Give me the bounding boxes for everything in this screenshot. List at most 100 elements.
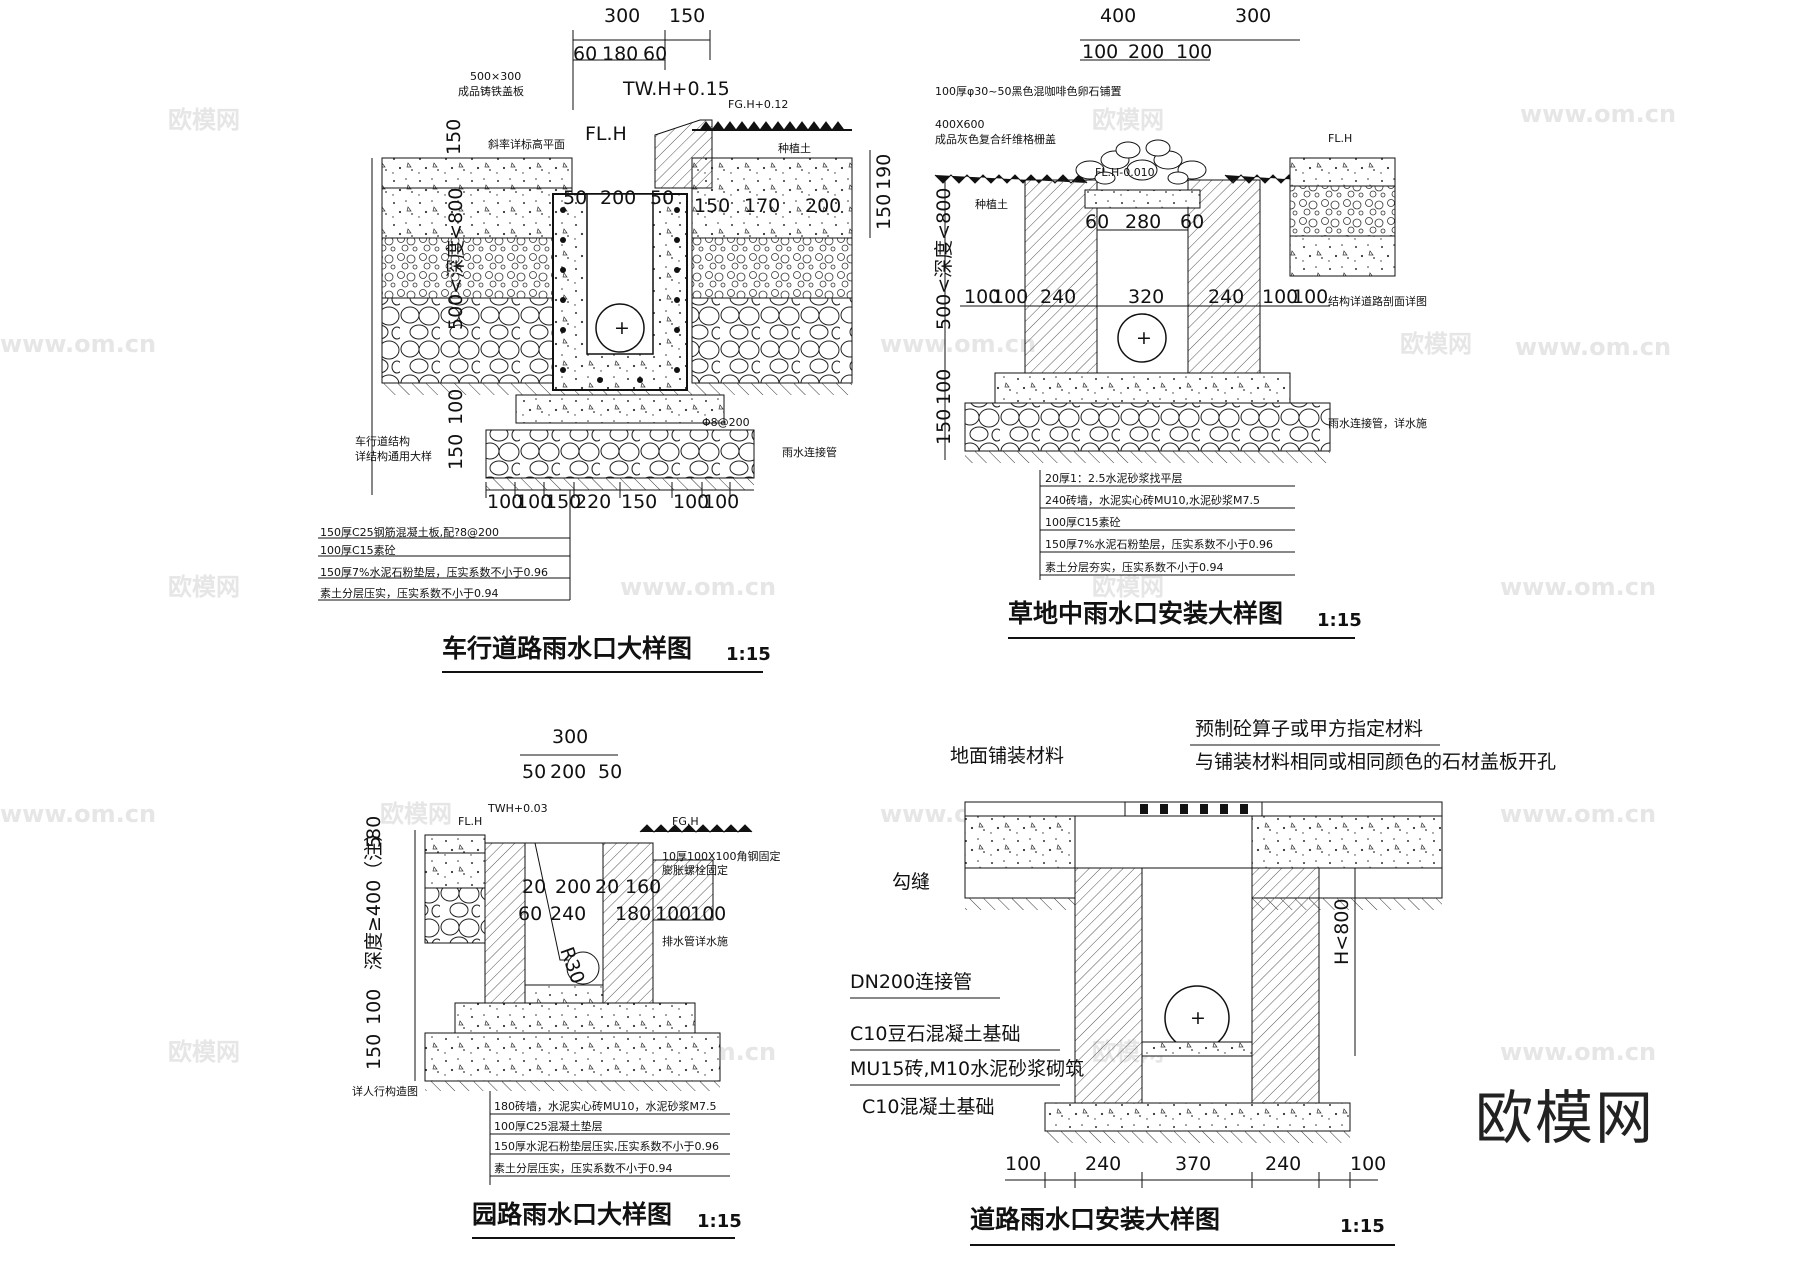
dim-left-1: 500<深度<800 [445, 188, 467, 330]
dim-row1-0: 20 [522, 876, 546, 898]
label-precast2: 与铺装材料相同或相同颜色的石材盖板开孔 [1195, 751, 1556, 773]
title-garden: 园路雨水口大样图 [472, 1200, 672, 1229]
dim-top-1: 150 [669, 5, 705, 27]
dim-bottom-0: 100 [487, 491, 523, 513]
label-flh: FL.H [458, 815, 482, 828]
dim-top-4: 100 [1176, 41, 1212, 63]
dim-row-4: 240 [1208, 286, 1244, 308]
dim-row2-2: 180 [615, 903, 651, 925]
watermark-url-0: www.om.cn [1520, 100, 1676, 128]
dim-row2-4: 100 [690, 903, 726, 925]
watermark-brand-3: 欧模网 [1092, 573, 1164, 601]
watermark-brand-4: 欧模网 [1400, 330, 1472, 358]
dim-right-0: 190 [873, 154, 895, 190]
note-4: 素土分层夯实，压实系数不小于0.94 [1045, 560, 1224, 574]
rebar-dots [560, 207, 680, 383]
label-angle2: 膨胀螺栓固定 [662, 863, 728, 877]
dim-left-1: 100 [933, 369, 955, 405]
dim-row-2: 240 [1040, 286, 1076, 308]
dim-bottom-0: 100 [1005, 1153, 1041, 1175]
note-1: 100厚C15素砼 [320, 544, 396, 557]
watermark-url-3: www.om.cn [1515, 333, 1671, 361]
dim-left-0: 80 [363, 816, 385, 840]
watermark-url-1: www.om.cn [0, 330, 156, 358]
label-struct2: 详结构通用大样 [355, 449, 432, 463]
dim-bottom-1: 240 [1085, 1153, 1121, 1175]
dim-row-3: 320 [1128, 286, 1164, 308]
title-road-install: 道路雨水口安装大样图 [970, 1205, 1220, 1234]
dim-top-1: 50 [522, 761, 546, 783]
label-base1: C10豆石混凝土基础 [850, 1023, 1020, 1045]
svg-text:+: + [1136, 327, 1152, 349]
dim-bottom-6: 100 [703, 491, 739, 513]
dim-row1-1: 200 [555, 876, 591, 898]
dim-left-2: 深度≥400（注） [363, 823, 385, 970]
dim-left-3: 100 [445, 389, 467, 425]
dim-row2-0: 60 [518, 903, 542, 925]
dim-left-1: 5 [363, 836, 385, 848]
label-rebar: Φ8@200 [702, 416, 750, 429]
watermark-url-10: www.om.cn [1500, 1038, 1656, 1066]
scale-road-install: 1:15 [1340, 1216, 1385, 1237]
dim-mid-2: 60 [1180, 211, 1204, 233]
label-flh2: FL.H-0.010 [1095, 166, 1155, 179]
label-precast1: 预制砼算子或甲方指定材料 [1195, 718, 1423, 740]
dim-row1-3: 160 [625, 876, 661, 898]
note-3: 150厚7%水泥石粉垫层，压实系数不小于0.96 [1045, 537, 1273, 551]
dim-mid-0: 60 [1085, 211, 1109, 233]
label-soil: 种植土 [778, 141, 811, 155]
note-3: 素土分层压实，压实系数不小于0.94 [494, 1161, 673, 1175]
label-pipe: DN200连接管 [850, 971, 972, 993]
label-flh: FL.H [1328, 132, 1352, 145]
dim-row-5: 100 [1262, 286, 1298, 308]
label-angle1: 10厚100X100角钢固定 [662, 849, 781, 863]
note-1: 100厚C25混凝土垫层 [494, 1119, 603, 1133]
inner-dim-5: 200 [805, 195, 841, 217]
note-2: 100厚C15素砼 [1045, 516, 1121, 529]
watermark-url-8: www.om.cn [1500, 800, 1656, 828]
drawing-road-install: + 地面铺装材料 预制砼算子或甲方指定材料 与铺装材料相同或相同颜色的石材盖板开… [850, 718, 1556, 1246]
note-2: 150厚7%水泥石粉垫层，压实系数不小于0.96 [320, 565, 548, 579]
note-1: 240砖墙，水泥实心砖MU10,水泥砂浆M7.5 [1045, 493, 1260, 507]
watermark-url-2: www.om.cn [880, 330, 1036, 358]
label-ped: 详人行构造图 [352, 1084, 418, 1098]
note-0: 20厚1：2.5水泥砂浆找平层 [1045, 471, 1183, 485]
title-lawn: 草地中雨水口安装大样图 [1008, 599, 1283, 628]
dim-bottom-5: 100 [673, 491, 709, 513]
label-gravel: 100厚φ30~50黑色混咖啡色卵石铺置 [935, 84, 1121, 98]
dim-right-1: 150 [873, 194, 895, 230]
label-struct: 结构详道路剖面详图 [1328, 294, 1427, 308]
dim-top-3: 180 [602, 43, 638, 65]
label-flh: FL.H [585, 123, 627, 145]
dim-left-4: 150 [363, 1034, 385, 1070]
dim-top-3: 50 [598, 761, 622, 783]
label-twh: TW.H+0.15 [622, 78, 730, 100]
dim-top-1: 300 [1235, 5, 1271, 27]
dim-row1-2: 20 [595, 876, 619, 898]
dim-left-2: 150 [445, 434, 467, 470]
scale-lawn: 1:15 [1317, 610, 1362, 631]
label-joint: 勾缝 [892, 871, 930, 893]
dim-left-0: 150 [443, 119, 465, 155]
dim-bottom-4: 150 [621, 491, 657, 513]
notes-lawn: 20厚1：2.5水泥砂浆找平层 240砖墙，水泥实心砖MU10,水泥砂浆M7.5 1… [1039, 470, 1295, 580]
watermark-layer: 欧模网欧模网欧模网欧模网欧模网欧模网欧模网欧模网www.om.cnwww.om.… [0, 100, 1676, 1066]
drawing-roadway: + 300 150 60 180 60 500×300 成品铸铁盖板 TW.H+… [318, 5, 895, 673]
grate-slots [1140, 804, 1248, 814]
dim-left-3: 100 [363, 989, 385, 1025]
watermark-brand-5: 欧模网 [168, 1038, 240, 1066]
inner-dim-1: 200 [600, 187, 636, 209]
dim-bottom-3: 240 [1265, 1153, 1301, 1175]
label-fgh: FG.H [672, 815, 699, 828]
label-paving: 地面铺装材料 [950, 745, 1064, 767]
dim-row-0: 100 [964, 286, 1000, 308]
dim-top-0: 300 [552, 726, 588, 748]
dim-top-0: 400 [1100, 5, 1136, 27]
label-struct1: 车行道结构 [355, 434, 410, 448]
notes-roadway: 150厚C25钢筋混凝土板,配?8@200 100厚C15素砼 150厚7%水泥… [318, 490, 571, 601]
